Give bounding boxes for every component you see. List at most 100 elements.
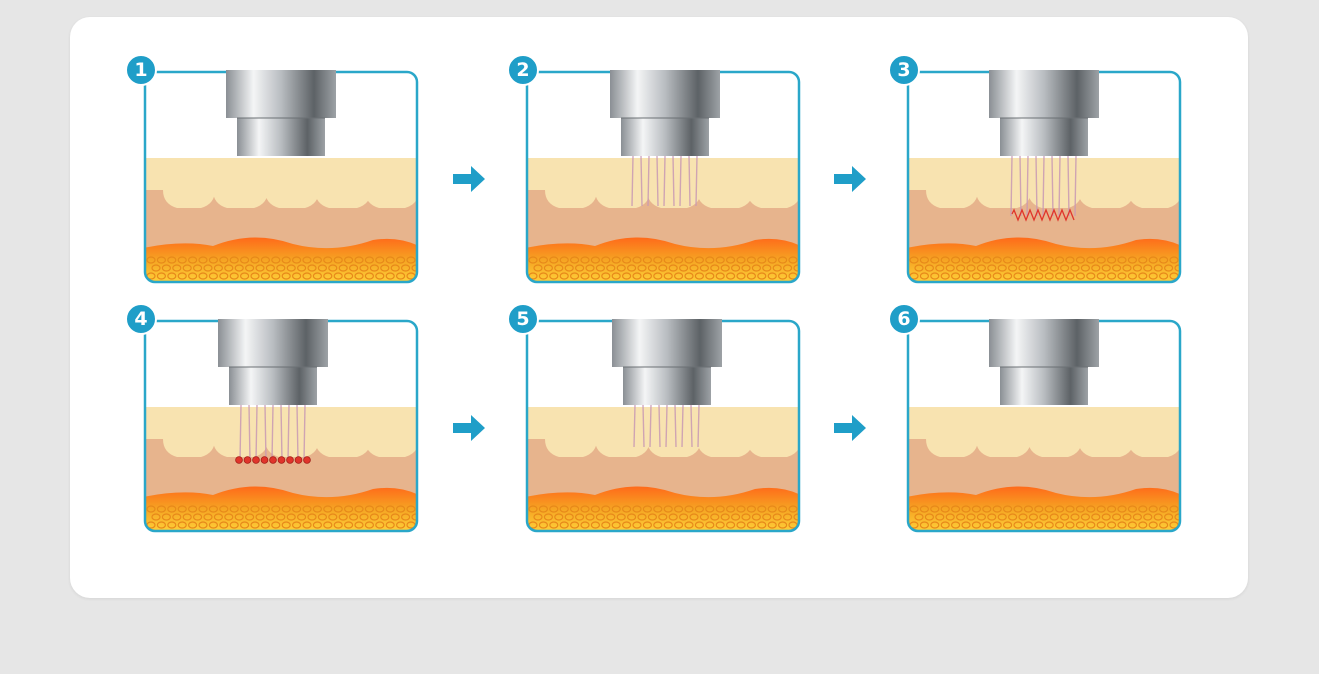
fat-cell bbox=[1080, 264, 1090, 272]
fat-cell bbox=[778, 505, 788, 513]
fat-cell bbox=[663, 521, 673, 529]
fat-cell bbox=[914, 264, 924, 272]
fat-cell bbox=[590, 521, 601, 529]
fat-cell bbox=[255, 513, 265, 521]
fat-cell bbox=[354, 272, 364, 280]
fat-cell bbox=[354, 521, 364, 529]
fat-cell bbox=[590, 272, 601, 280]
fat-cell bbox=[1049, 513, 1059, 521]
fat-cell bbox=[971, 256, 982, 264]
fat-cell bbox=[1007, 513, 1018, 521]
applicator-icon bbox=[218, 319, 328, 405]
fat-cell bbox=[239, 521, 250, 529]
coagulation-dots-icon bbox=[235, 456, 311, 464]
fat-cell bbox=[601, 521, 611, 529]
fat-cell bbox=[705, 272, 715, 280]
fat-cell bbox=[621, 256, 632, 264]
fat-cell bbox=[338, 264, 348, 272]
fat-cell bbox=[359, 264, 369, 272]
fat-cell bbox=[364, 521, 374, 529]
fat-cell bbox=[1002, 521, 1013, 529]
fat-cell bbox=[177, 521, 187, 529]
fat-cell bbox=[1153, 513, 1163, 521]
right-arrow-icon bbox=[453, 166, 485, 192]
fat-cell bbox=[715, 272, 725, 280]
fat-cell bbox=[543, 264, 553, 272]
fat-cell bbox=[945, 264, 955, 272]
fat-cell bbox=[590, 256, 601, 264]
fat-cell bbox=[208, 272, 219, 280]
fat-cell bbox=[663, 256, 673, 264]
fat-cell bbox=[538, 272, 548, 280]
fat-cell bbox=[658, 264, 668, 272]
fat-cell bbox=[260, 521, 271, 529]
step-panel-3 bbox=[906, 70, 1182, 284]
fat-cell bbox=[265, 513, 276, 521]
fat-cell bbox=[715, 256, 725, 264]
fat-cell bbox=[971, 272, 982, 280]
fat-cell bbox=[909, 505, 919, 513]
fat-cell bbox=[292, 505, 302, 513]
fat-cell bbox=[369, 513, 379, 521]
fat-cell bbox=[987, 513, 997, 521]
fat-cell bbox=[276, 264, 286, 272]
fat-cell bbox=[187, 521, 198, 529]
fat-cell bbox=[354, 505, 364, 513]
fat-cell bbox=[281, 521, 291, 529]
fat-cell bbox=[642, 521, 653, 529]
step-number-badge: 5 bbox=[507, 303, 539, 335]
fat-cell bbox=[679, 513, 689, 521]
fat-cell bbox=[1075, 256, 1085, 264]
fat-cell bbox=[182, 513, 192, 521]
fat-cell bbox=[632, 505, 642, 513]
fat-cell bbox=[767, 256, 777, 264]
fat-cell bbox=[1018, 513, 1028, 521]
fat-cell bbox=[1086, 505, 1096, 513]
fat-cell bbox=[177, 256, 187, 264]
fat-cell bbox=[276, 513, 286, 521]
fat-cell bbox=[380, 264, 390, 272]
fat-cell bbox=[219, 272, 229, 280]
fat-cell bbox=[198, 505, 208, 513]
fat-cell bbox=[323, 505, 333, 513]
fat-cell bbox=[736, 505, 746, 513]
fat-cell bbox=[621, 521, 632, 529]
fat-cell bbox=[161, 264, 171, 272]
fat-cell bbox=[585, 513, 595, 521]
fat-cell bbox=[146, 505, 156, 513]
fat-cell bbox=[528, 505, 538, 513]
fat-cell bbox=[229, 505, 239, 513]
fat-cell bbox=[746, 521, 756, 529]
fat-cell bbox=[1148, 256, 1158, 264]
fat-cell bbox=[203, 264, 213, 272]
fat-cell bbox=[549, 256, 559, 264]
fat-cell bbox=[1065, 521, 1075, 529]
fat-cells bbox=[528, 505, 799, 529]
fat-cell bbox=[224, 264, 234, 272]
fat-cell bbox=[239, 256, 250, 264]
fat-cell bbox=[1138, 505, 1148, 513]
fat-cell bbox=[909, 256, 919, 264]
fat-cell bbox=[1159, 505, 1169, 513]
fat-cell bbox=[1034, 272, 1044, 280]
fat-cell bbox=[317, 264, 327, 272]
fat-cell bbox=[710, 513, 720, 521]
applicator-icon bbox=[989, 319, 1099, 405]
fat-cell bbox=[203, 513, 213, 521]
fat-cell bbox=[281, 256, 291, 264]
fat-cell bbox=[333, 256, 343, 264]
fat-cell bbox=[538, 256, 548, 264]
fat-cell bbox=[741, 513, 751, 521]
fat-cell bbox=[950, 272, 961, 280]
fat-cell bbox=[1143, 513, 1153, 521]
fat-cell bbox=[783, 264, 793, 272]
fat-cell bbox=[344, 521, 354, 529]
fat-cell bbox=[1112, 264, 1122, 272]
fat-cell bbox=[585, 264, 595, 272]
fat-cell bbox=[590, 505, 601, 513]
fat-cell bbox=[935, 513, 945, 521]
fat-cell bbox=[396, 521, 406, 529]
fat-cell bbox=[1013, 272, 1023, 280]
fat-cell bbox=[167, 272, 177, 280]
fat-cells bbox=[909, 256, 1180, 280]
